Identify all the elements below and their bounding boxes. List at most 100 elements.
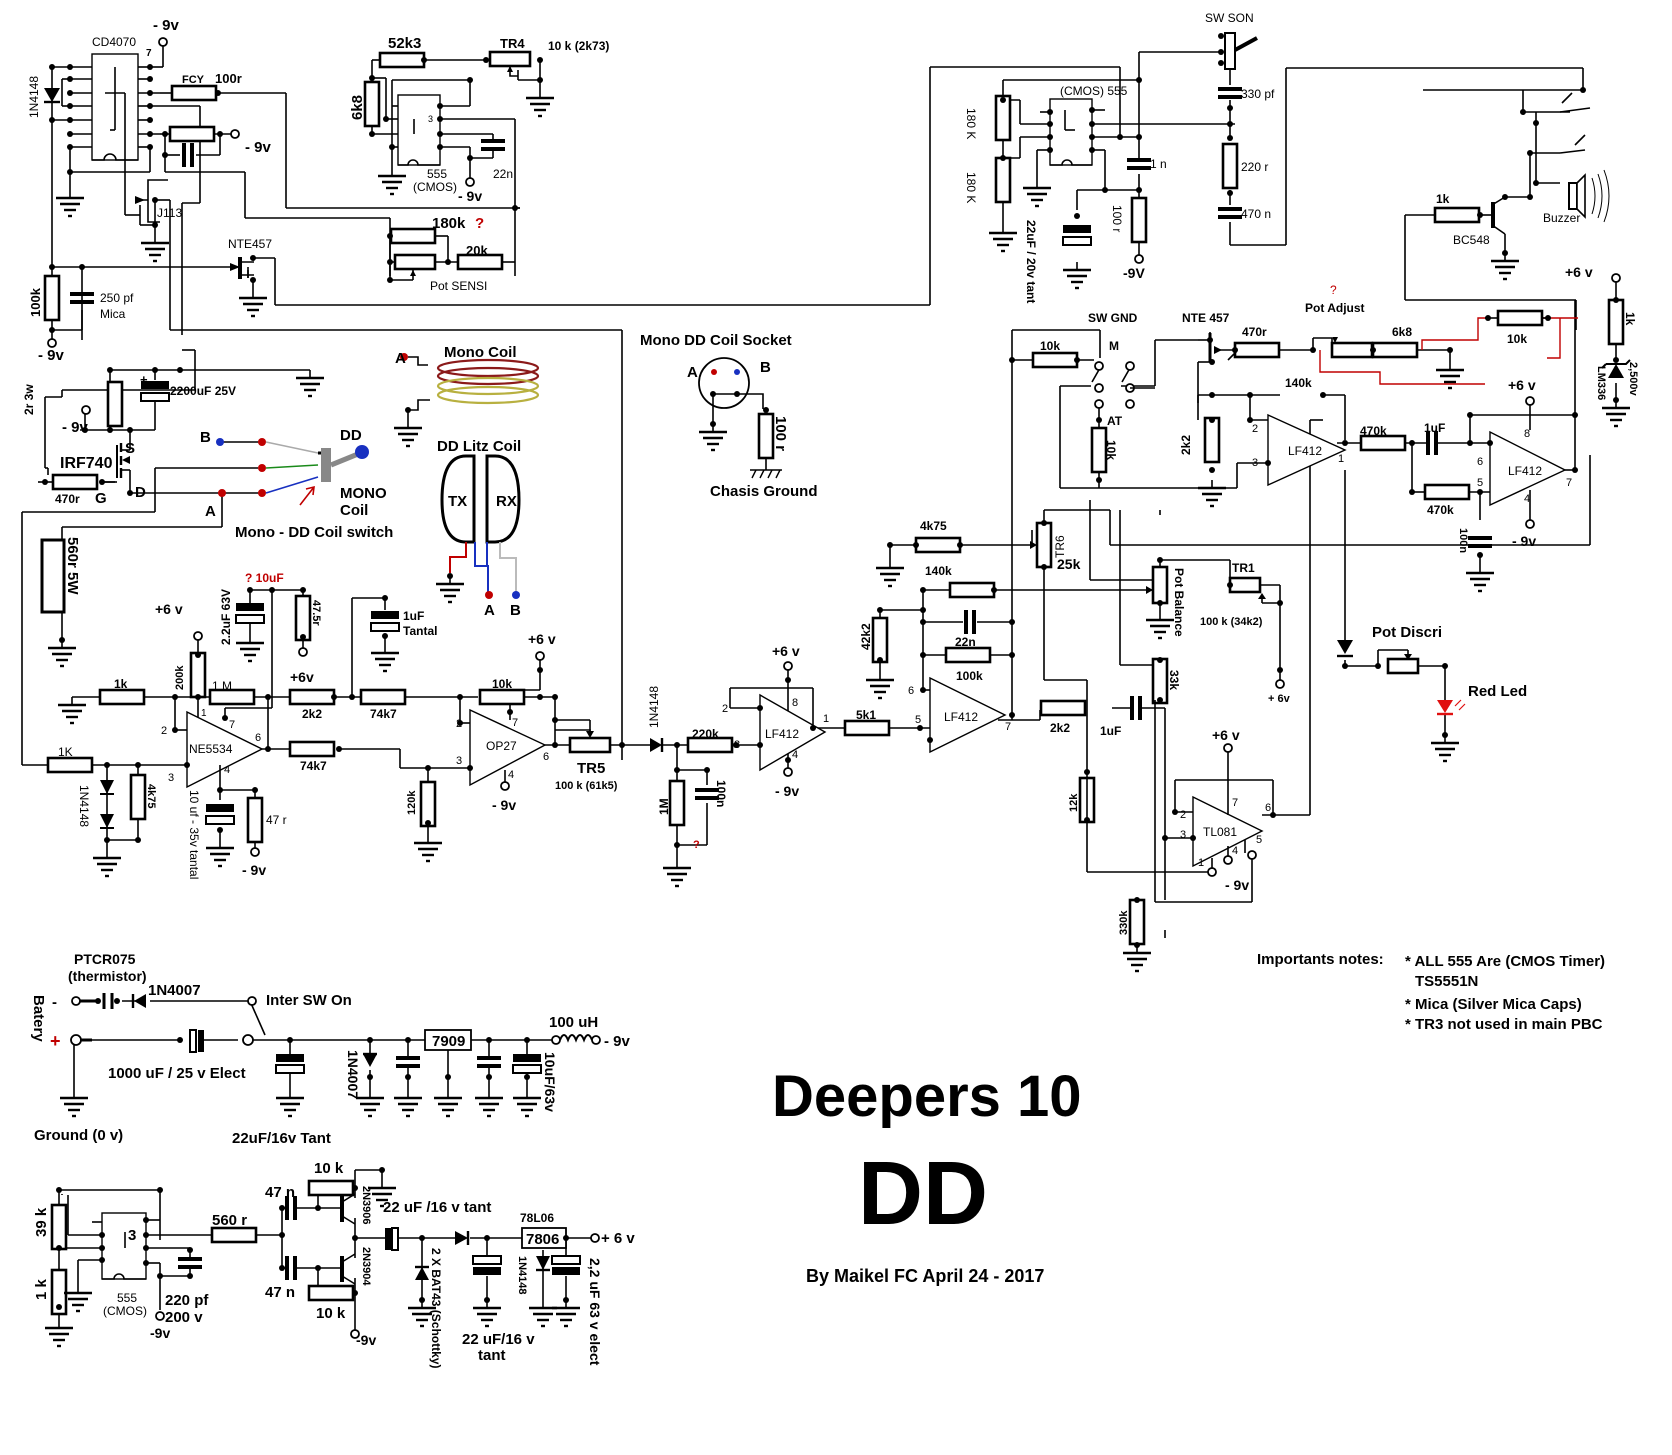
dd-b-label: B <box>510 602 521 619</box>
cap-1000uf-icon <box>189 1029 197 1053</box>
pot-sensi-label: Pot SENSI <box>430 279 487 293</box>
resistor-470r-b-label: 470r <box>1242 325 1267 339</box>
lf412-b-pin6: 6 <box>908 685 914 697</box>
cap-22n-b-label: 22n <box>955 635 976 649</box>
trimmer-tr4[interactable] <box>488 50 532 68</box>
resistor-74k7-a-label: 74k7 <box>370 707 397 721</box>
trimmer-tr6[interactable] <box>1035 521 1053 569</box>
cap-tantal-label: Tantal <box>403 624 437 638</box>
resistor-2k2-b-label: 2k2 <box>1050 721 1070 735</box>
tr1-label: TR1 <box>1232 561 1255 575</box>
buzzer-label: Buzzer <box>1543 211 1580 225</box>
ne5534-pin1: 1 <box>201 708 207 719</box>
regulator-78l06-label: 78L06 <box>520 1211 554 1225</box>
rx-label: RX <box>496 493 517 510</box>
regulator-7806-label: 7806 <box>526 1231 559 1248</box>
dd-coil-title: DD Litz Coil <box>437 438 521 455</box>
pump-cmos-label: (CMOS) <box>103 1304 147 1318</box>
lf412-c-pin1: 1 <box>1338 453 1344 465</box>
rc-supply-label: - 9v <box>245 139 272 156</box>
lf412-b-label: LF412 <box>944 710 978 724</box>
note-item: TS5551N <box>1415 973 1478 990</box>
trimmer-tr1[interactable] <box>1228 576 1262 594</box>
cap-22uf-label: 22uF / 20v tant <box>1024 220 1038 303</box>
coils-section: A Mono Coil DD Litz Coil TX RX A B <box>392 344 540 619</box>
lf412-a-pin2: 2 <box>722 703 728 715</box>
tl081-label: TL081 <box>1203 825 1237 839</box>
cap-mica-label: Mica <box>100 307 126 321</box>
ne5534-pin3: 3 <box>168 772 174 784</box>
lm336-label: LM336 <box>1595 366 1607 400</box>
op27-pin2: 2 <box>456 718 462 730</box>
resistor-1m-label: 1 M <box>212 679 232 693</box>
red-led-icon <box>1437 700 1453 713</box>
fcy-label: FCY <box>182 74 205 86</box>
resistor-560r-pump-label: 560 r <box>212 1212 247 1229</box>
resistor-47r5-label: 47.5r <box>310 600 322 626</box>
point-a-label: A <box>205 503 216 520</box>
resistor-560r-label: 560r 5W <box>64 537 81 595</box>
resistor-2r3w-label: 2r 3w <box>22 384 36 415</box>
transistor-2n3904-label: 2N3904 <box>360 1247 372 1286</box>
pos6-label-b: +6v <box>290 669 314 685</box>
resistor-74k7-b-label: 74k7 <box>300 759 327 773</box>
preamp-section: ? 10uF +6 v 200k 2.2uF 63V 47.5r +6v 1uF… <box>22 571 650 879</box>
trimmer-tr5[interactable] <box>568 736 612 754</box>
pot-discri[interactable] <box>1386 657 1420 675</box>
resistor-33k-label: 33k <box>1167 670 1181 690</box>
resistor-1k-ref-label: 1k <box>1623 312 1637 326</box>
resistor-12k-label: 12k <box>1068 793 1080 812</box>
resistor-2k2-c-label: 2k2 <box>1179 435 1193 455</box>
buzzer-icon <box>1568 182 1578 210</box>
resistor-120k-label: 120k <box>406 790 418 815</box>
pot-adjust[interactable] <box>1330 341 1374 359</box>
lf412-opamp-a <box>759 693 827 772</box>
lf412-d-label: LF412 <box>1508 464 1542 478</box>
switch-at-label: AT <box>1107 414 1123 428</box>
regulator-7909-label: 7909 <box>432 1033 465 1050</box>
dd-position-label: DD <box>340 427 362 444</box>
tx-coil-icon <box>440 454 476 544</box>
resistor-52k3-label: 52k3 <box>388 35 421 52</box>
lf412-opamp-c <box>1267 413 1347 487</box>
op27-pin3: 3 <box>456 755 462 767</box>
lf412-d-pin7: 7 <box>1566 477 1572 489</box>
resistor-1k-b-label: 1K <box>58 745 73 759</box>
socket-connector-icon <box>698 357 750 409</box>
transistor-2n3906-label: 2N3906 <box>360 1186 372 1225</box>
diode-1n4148-label: 1N4148 <box>27 76 41 118</box>
pot-balance[interactable] <box>1151 565 1169 605</box>
tl081-pin5: 5 <box>1256 834 1262 846</box>
resistor-39k-label: 39 k <box>33 1207 50 1237</box>
sw-son-label: SW SON <box>1205 11 1254 25</box>
title-deepers-10: Deepers 10 <box>772 1064 1082 1129</box>
nte457-fet-icon <box>230 263 240 271</box>
sw-son-switch[interactable] <box>1224 32 1236 70</box>
lf412-a-pin3: 3 <box>734 739 740 751</box>
mono-dd-switch[interactable] <box>321 448 331 482</box>
pump-pin3-label: 3 <box>128 1227 136 1244</box>
pin3-label: 3 <box>428 114 433 124</box>
diode-1n4007-b-label: 1N4007 <box>345 1050 361 1099</box>
cap-1000uf-label: 1000 uF / 25 v Elect <box>108 1065 246 1082</box>
point-b-label: B <box>200 429 211 446</box>
diode-pair-label: 1N4148 <box>77 785 91 827</box>
integrator-section: 1N4148 220k 1M 100n ? LF412 2 3 8 4 1 +6… <box>647 330 1591 888</box>
pot-sensi[interactable] <box>393 253 437 271</box>
coil-label: Coil <box>340 502 368 519</box>
nte-457-label: NTE 457 <box>1182 311 1230 325</box>
tl081-pin2: 2 <box>1180 809 1186 821</box>
tr5-value: 100 k (61k5) <box>555 780 618 792</box>
diode-discri-icon <box>1337 640 1353 654</box>
cap-22n-label: 22n <box>493 167 513 181</box>
cap-2u2-label: 2.2uF 63V <box>219 589 233 645</box>
tx-driver-section: + 2r 3w 2200uF 25V - 9v S IRF740 <box>21 349 393 765</box>
diode-1n4148-b-label: 1N4148 <box>647 686 661 728</box>
resistor-10k-b-label: 10k <box>1507 332 1527 346</box>
pump-555-label: 555 <box>117 1291 137 1305</box>
cd4070-pin7-label: 7 <box>146 48 152 59</box>
note-item: * TR3 not used in main PBC <box>1405 1016 1603 1033</box>
resistor-470k-b-label: 470k <box>1427 503 1454 517</box>
note-item: * ALL 555 Are (CMOS Timer) <box>1405 953 1605 970</box>
